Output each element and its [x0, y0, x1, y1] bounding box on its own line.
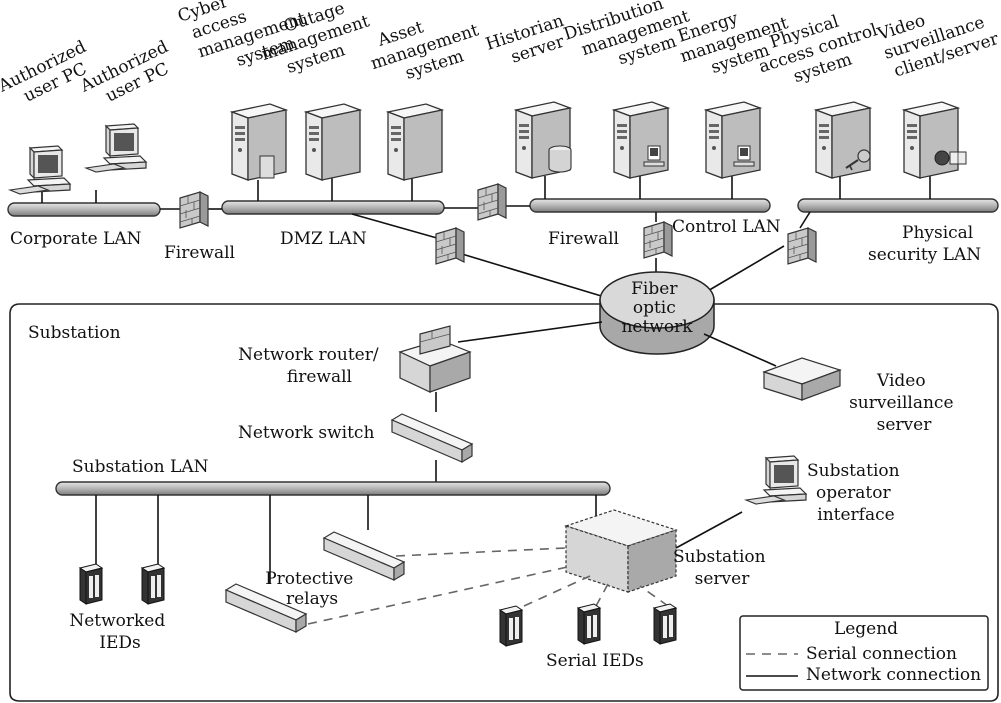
svg-text:Assetmanagementsystem: Assetmanagementsystem — [362, 1, 487, 93]
ied-icon-serial-3 — [653, 603, 677, 645]
label-video-client: Videosurveillanceclient/server — [874, 0, 1001, 83]
label-networked-ieds: Networked IEDs — [69, 611, 170, 653]
svg-text:Cyberaccessmanagementsystem: Cyberaccessmanagementsystem — [175, 0, 314, 84]
label-fiber-network: Fiber optic network — [621, 279, 693, 337]
server-icon-energy — [705, 101, 761, 179]
firewall-icon-corporate-dmz — [179, 191, 209, 229]
server-icon-distribution — [613, 101, 669, 179]
label-dmz-lan: DMZ LAN — [280, 229, 367, 249]
firewall-icon-dmz-control — [477, 183, 507, 221]
workstation-icon-distribution — [643, 145, 665, 167]
svg-text:Distributionmanagementsystem: Distributionmanagementsystem — [561, 0, 698, 83]
substation-server-icon — [564, 509, 678, 593]
server-icon-outage — [305, 103, 361, 181]
network-switch-icon — [391, 413, 473, 463]
firewall-icon-control-fiber — [643, 221, 673, 259]
server-icon-asset — [387, 103, 443, 181]
label-control-lan: Control LAN — [672, 217, 781, 237]
server-icon-physical-access — [815, 101, 871, 179]
router-firewall-icon — [398, 325, 472, 393]
ied-icon-serial-2 — [577, 603, 601, 645]
firewall-icon-dmz-fiber — [435, 227, 465, 265]
legend-serial-label: Serial connection — [806, 644, 957, 664]
computer-icon-authorized-pc-1 — [9, 145, 71, 195]
label-authorized-pc-2: Authorizeduser PC — [77, 37, 181, 115]
computer-icon-authorized-pc-2 — [85, 123, 147, 173]
camera-icon-video-client — [934, 150, 967, 166]
label-substation-lan: Substation LAN — [72, 457, 209, 477]
label-substation-server: Substation server — [673, 547, 771, 589]
video-server-icon — [762, 357, 842, 401]
key-icon — [845, 149, 871, 171]
label-video-server: Video surveillance server — [849, 371, 959, 435]
dmz-lan-bus — [221, 200, 445, 215]
label-cyber-access: Cyberaccessmanagementsystem — [175, 0, 314, 84]
svg-text:Historianserver: Historianserver — [483, 11, 572, 74]
legend-network-label: Network connection — [806, 665, 981, 685]
label-outage: Outagemanagementsystem — [253, 0, 378, 84]
substation-lan-bus — [55, 481, 611, 496]
label-network-switch: Network switch — [238, 423, 374, 443]
svg-text:Authorizeduser PC: Authorizeduser PC — [77, 37, 181, 115]
server-icon-cyber-access — [231, 103, 287, 181]
label-physical-access: Physicalaccess controlsystem — [750, 1, 886, 96]
ied-icon-serial-1 — [499, 605, 523, 647]
workstation-icon-energy — [733, 145, 755, 167]
label-physical-security-lan: Physical security LAN — [868, 223, 981, 265]
database-icon-historian — [548, 145, 572, 173]
label-distribution: Distributionmanagementsystem — [561, 0, 698, 83]
legend: Legend Serial connection Network connect… — [739, 615, 989, 691]
svg-text:Videosurveillanceclient/server: Videosurveillanceclient/server — [874, 0, 1001, 83]
keyboard-icon-cyber — [259, 155, 275, 179]
label-historian: Historianserver — [483, 11, 572, 74]
ied-icon-networked-1 — [79, 563, 103, 605]
substation-boundary — [9, 303, 999, 702]
label-asset: Assetmanagementsystem — [362, 1, 487, 93]
firewall-icon-physical-fiber — [787, 227, 817, 265]
label-operator-interface: Substation operator interface — [807, 461, 905, 525]
legend-title: Legend — [834, 619, 898, 639]
label-router: Network router/ firewall — [238, 345, 384, 387]
fiber-optic-network-icon — [599, 271, 715, 355]
label-corporate-lan: Corporate LAN — [10, 229, 142, 249]
ied-icon-networked-2 — [141, 563, 165, 605]
label-protective-relays: Protective relays — [265, 569, 359, 609]
label-firewall-2: Firewall — [548, 229, 619, 249]
server-icon-video-client — [903, 101, 959, 179]
svg-text:Physicalaccess controlsystem: Physicalaccess controlsystem — [750, 1, 886, 96]
corporate-lan-bus — [7, 202, 161, 217]
control-lan-bus — [529, 198, 771, 213]
substation-title: Substation — [28, 323, 121, 343]
operator-interface-icon — [745, 455, 807, 505]
physical-security-lan-bus — [797, 198, 999, 213]
label-serial-ieds: Serial IEDs — [546, 651, 644, 671]
svg-text:Outagemanagementsystem: Outagemanagementsystem — [253, 0, 378, 84]
label-firewall-1: Firewall — [164, 243, 235, 263]
